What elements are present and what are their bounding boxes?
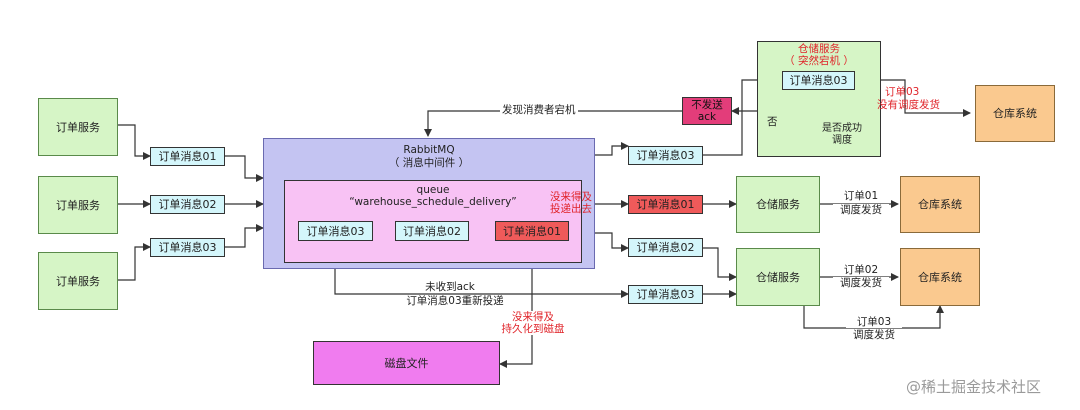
out-msg03-redelivered: 订单消息03 [628, 285, 703, 304]
no-ack-box: 不发送 ack [682, 97, 732, 125]
out-msg01-label: 订单消息01 [636, 198, 695, 211]
queue-msg01: 订单消息01 [495, 221, 569, 241]
crashed-msg03-label: 订单消息03 [789, 74, 848, 87]
queue-title: queue [416, 184, 450, 196]
queue-msg03-label: 订单消息03 [306, 224, 365, 238]
crash-note-line1: 订单03 [885, 86, 920, 98]
dispatch03-line1: 订单03 [846, 316, 902, 328]
crashed-service-subtitle: （ 突然宕机 ） [784, 55, 854, 67]
disk-file-box: 磁盘文件 [313, 341, 500, 385]
warehouse-system-mid: 仓库系统 [900, 176, 980, 233]
decision-no-label: 否 [767, 116, 778, 128]
crashed-warehouse-service [757, 41, 881, 157]
dispatch03-line2: 调度发货 [846, 329, 902, 341]
input-msg02-label: 订单消息02 [158, 198, 217, 211]
input-msg02: 订单消息02 [150, 195, 225, 214]
watermark: @稀土掘金技术社区 [906, 378, 1042, 396]
warehouse-system-top: 仓库系统 [975, 85, 1055, 142]
no-persist-line2: 持久化到磁盘 [497, 323, 569, 335]
warehouse-system-top-label: 仓库系统 [993, 107, 1037, 120]
no-ack-line1: 不发送 [691, 99, 723, 111]
disk-file-label: 磁盘文件 [384, 356, 429, 370]
out-msg02-label: 订单消息02 [636, 241, 695, 254]
redeliver-line1: 未收到ack [425, 281, 475, 293]
order-service-2: 订单服务 [38, 176, 118, 234]
no-persist-line1: 没来得及 [497, 311, 569, 323]
no-deliver-line1: 没来得及 [550, 191, 592, 203]
out-msg02: 订单消息02 [628, 238, 703, 257]
queue-msg01-label: 订单消息01 [503, 224, 561, 238]
detect-crash-label: 发现消费者宕机 [500, 104, 578, 116]
warehouse-system-bottom: 仓库系统 [900, 248, 980, 306]
order-service-1: 订单服务 [38, 98, 118, 156]
no-ack-line2: ack [697, 111, 717, 123]
input-msg03: 订单消息03 [150, 238, 225, 257]
queue-msg02-label: 订单消息02 [403, 224, 461, 238]
dispatch02-line2: 调度发货 [833, 277, 889, 289]
dispatch01-line2: 调度发货 [833, 204, 889, 216]
dispatch01-line1: 订单01 [833, 190, 889, 202]
queue-msg02: 订单消息02 [395, 221, 469, 241]
decision-label: 是否成功调度 [822, 123, 862, 146]
out-msg01: 订单消息01 [628, 195, 703, 214]
crashed-service-title: 仓储服务 [798, 43, 840, 55]
warehouse-service-2-label: 仓储服务 [756, 270, 800, 284]
out-msg03-top: 订单消息03 [628, 146, 703, 165]
input-msg01-label: 订单消息01 [158, 150, 217, 163]
dispatch02-line1: 订单02 [833, 264, 889, 276]
order-service-1-label: 订单服务 [56, 120, 100, 134]
order-service-3: 订单服务 [38, 252, 118, 310]
crashed-msg03: 订单消息03 [782, 71, 855, 90]
warehouse-system-bottom-label: 仓库系统 [918, 270, 962, 284]
order-service-3-label: 订单服务 [56, 274, 100, 288]
warehouse-system-mid-label: 仓库系统 [918, 198, 962, 211]
no-deliver-line2: 投递出去 [550, 203, 592, 215]
input-msg01: 订单消息01 [150, 147, 225, 166]
crash-note-line2: 没有调度发货 [877, 99, 940, 111]
rabbitmq-title: RabbitMQ [403, 144, 455, 156]
rabbitmq-subtitle: （ 消息中间件 ） [388, 157, 470, 169]
order-service-2-label: 订单服务 [56, 198, 100, 212]
warehouse-service-1-label: 仓储服务 [756, 198, 800, 211]
warehouse-service-2: 仓储服务 [736, 248, 820, 306]
queue-name: “warehouse_schedule_delivery” [349, 196, 517, 208]
out-msg03-redelivered-label: 订单消息03 [636, 288, 695, 301]
redeliver-line2: 订单消息03重新投递 [405, 295, 505, 307]
queue-msg03: 订单消息03 [298, 221, 373, 241]
warehouse-service-1: 仓储服务 [736, 176, 820, 233]
out-msg03-top-label: 订单消息03 [636, 149, 695, 162]
input-msg03-label: 订单消息03 [158, 241, 217, 254]
